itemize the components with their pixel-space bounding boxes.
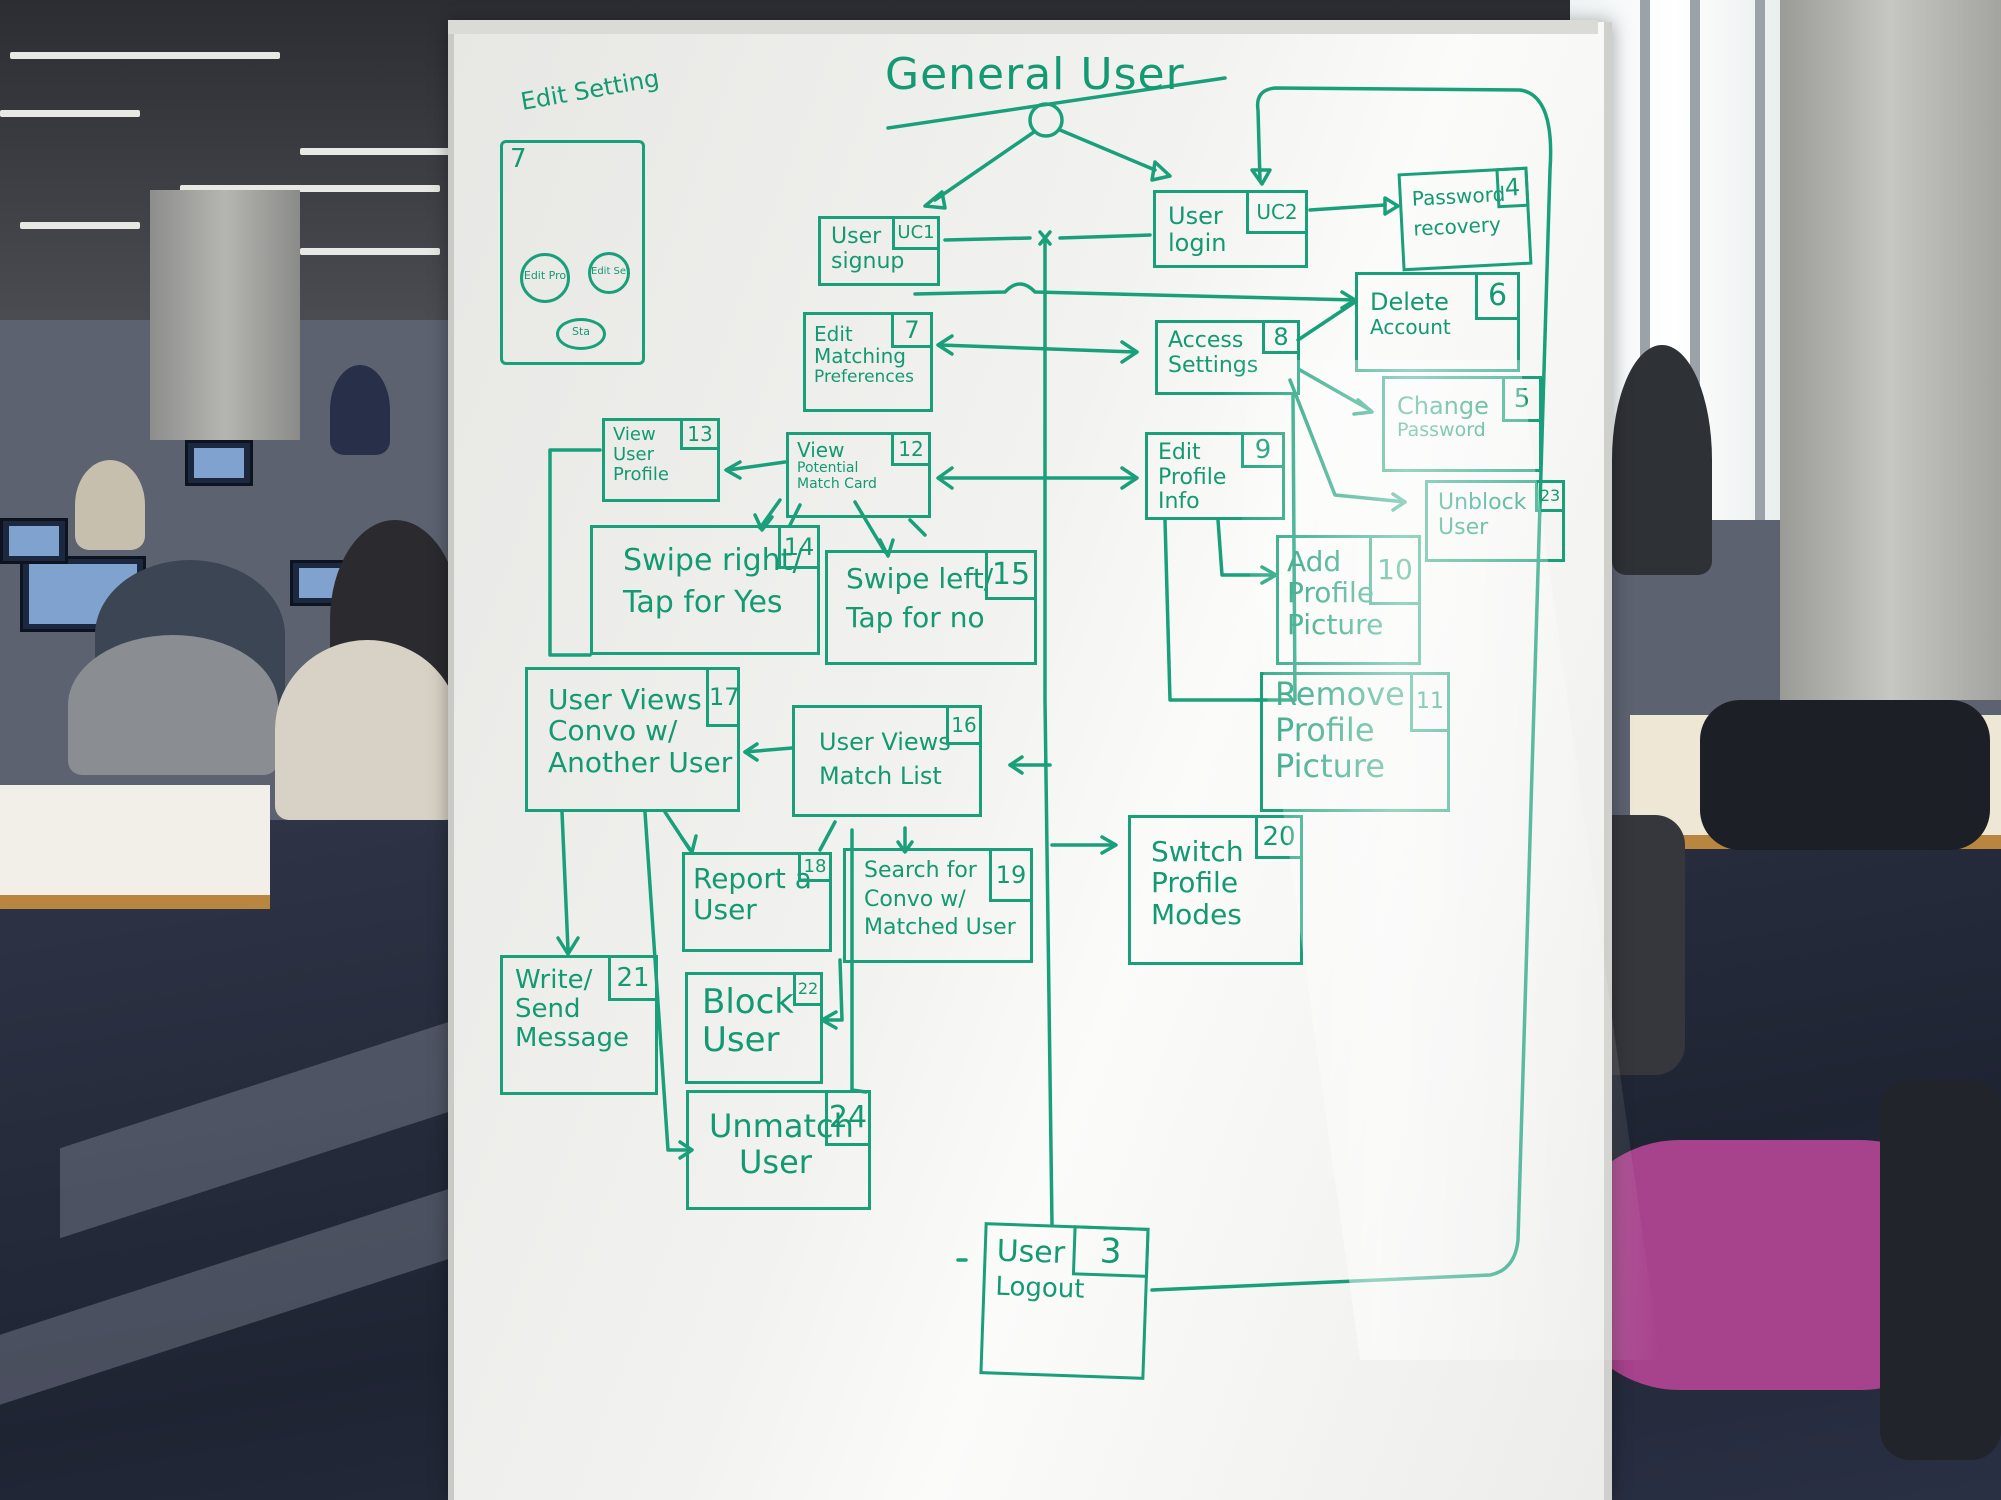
window-frame <box>1755 0 1765 520</box>
arrow-matchlist-report <box>818 820 837 852</box>
person <box>75 460 145 550</box>
arrow-matching-settings <box>938 343 1137 354</box>
start-circle <box>1028 102 1064 138</box>
arrowhead <box>556 936 580 956</box>
diagram-title: General User <box>885 49 1185 100</box>
status-bubble: Sta <box>556 318 606 350</box>
arrowhead <box>936 334 954 356</box>
arrowhead <box>1120 340 1139 364</box>
settings-to-change-password <box>1298 368 1372 412</box>
arrowhead <box>923 190 947 210</box>
jacket-on-chair <box>68 635 278 775</box>
profile-to-remove <box>1163 518 1262 702</box>
node-swipe-left: Swipe left/Tap for no 15 <box>825 550 1037 665</box>
edit-setting-number: 7 <box>510 144 527 174</box>
arrow-convo-unmatch <box>643 810 692 1152</box>
arrowhead <box>753 513 774 532</box>
person <box>330 365 390 455</box>
chair-back <box>1880 1080 2001 1460</box>
arrow-signup-spine <box>943 236 1032 242</box>
arrowhead <box>1150 160 1172 182</box>
ceiling-light <box>180 185 440 192</box>
arrowhead <box>878 538 895 558</box>
arrowhead <box>1383 196 1400 216</box>
jacket-on-chair <box>275 640 460 820</box>
profile-to-add <box>1216 518 1277 577</box>
office-column <box>150 190 300 440</box>
arrowhead <box>678 1140 694 1160</box>
ceiling-light <box>300 148 450 155</box>
branch-to-signup <box>933 130 1036 202</box>
arrow-swipe-right <box>758 498 782 530</box>
ceiling-light <box>20 222 140 229</box>
window-frame <box>1690 0 1700 520</box>
arrowhead <box>1250 168 1272 186</box>
line-to-delete <box>913 282 1357 302</box>
desk <box>0 785 270 909</box>
spine-cross <box>1038 230 1052 246</box>
edit-setting-box <box>500 140 645 365</box>
arrowhead <box>896 840 914 854</box>
monitor <box>185 440 253 486</box>
arrowhead <box>1120 466 1139 490</box>
back-arrow-swipe-left <box>908 518 927 537</box>
arrowhead <box>1100 835 1118 855</box>
title-underline <box>886 76 1227 130</box>
arrowhead <box>1340 290 1357 310</box>
arrow-login-recovery <box>1308 203 1387 212</box>
arrow-matchlist-convo <box>743 746 794 754</box>
node-swipe-right: Swipe right/Tap for Yes 14 <box>590 525 820 655</box>
edit-settings-bubble: Edit Set <box>588 252 630 294</box>
whiteboard-rail <box>448 20 1598 34</box>
ceiling-light <box>300 248 440 255</box>
ceiling-light <box>10 52 280 59</box>
settings-to-delete <box>1296 300 1357 342</box>
edit-profile-bubble: Edit Pro <box>520 253 570 303</box>
central-spine <box>1043 236 1054 1227</box>
bag-on-desk <box>1700 700 1990 850</box>
monitor <box>0 518 68 564</box>
left-loop-bracket <box>548 448 602 657</box>
arrow-login-spine <box>1058 233 1152 240</box>
arrow-report-block <box>823 958 844 1022</box>
arrowhead <box>724 460 742 480</box>
window-frame <box>1640 0 1650 520</box>
concrete-pillar <box>1780 0 2001 700</box>
arrowhead <box>936 466 954 490</box>
arrowhead <box>743 742 759 762</box>
ceiling-light <box>0 110 140 117</box>
arrowhead <box>1008 755 1024 775</box>
arrow-card-profile <box>726 460 787 472</box>
arrow-convo-write <box>560 810 570 952</box>
branch-to-login <box>1058 128 1157 172</box>
